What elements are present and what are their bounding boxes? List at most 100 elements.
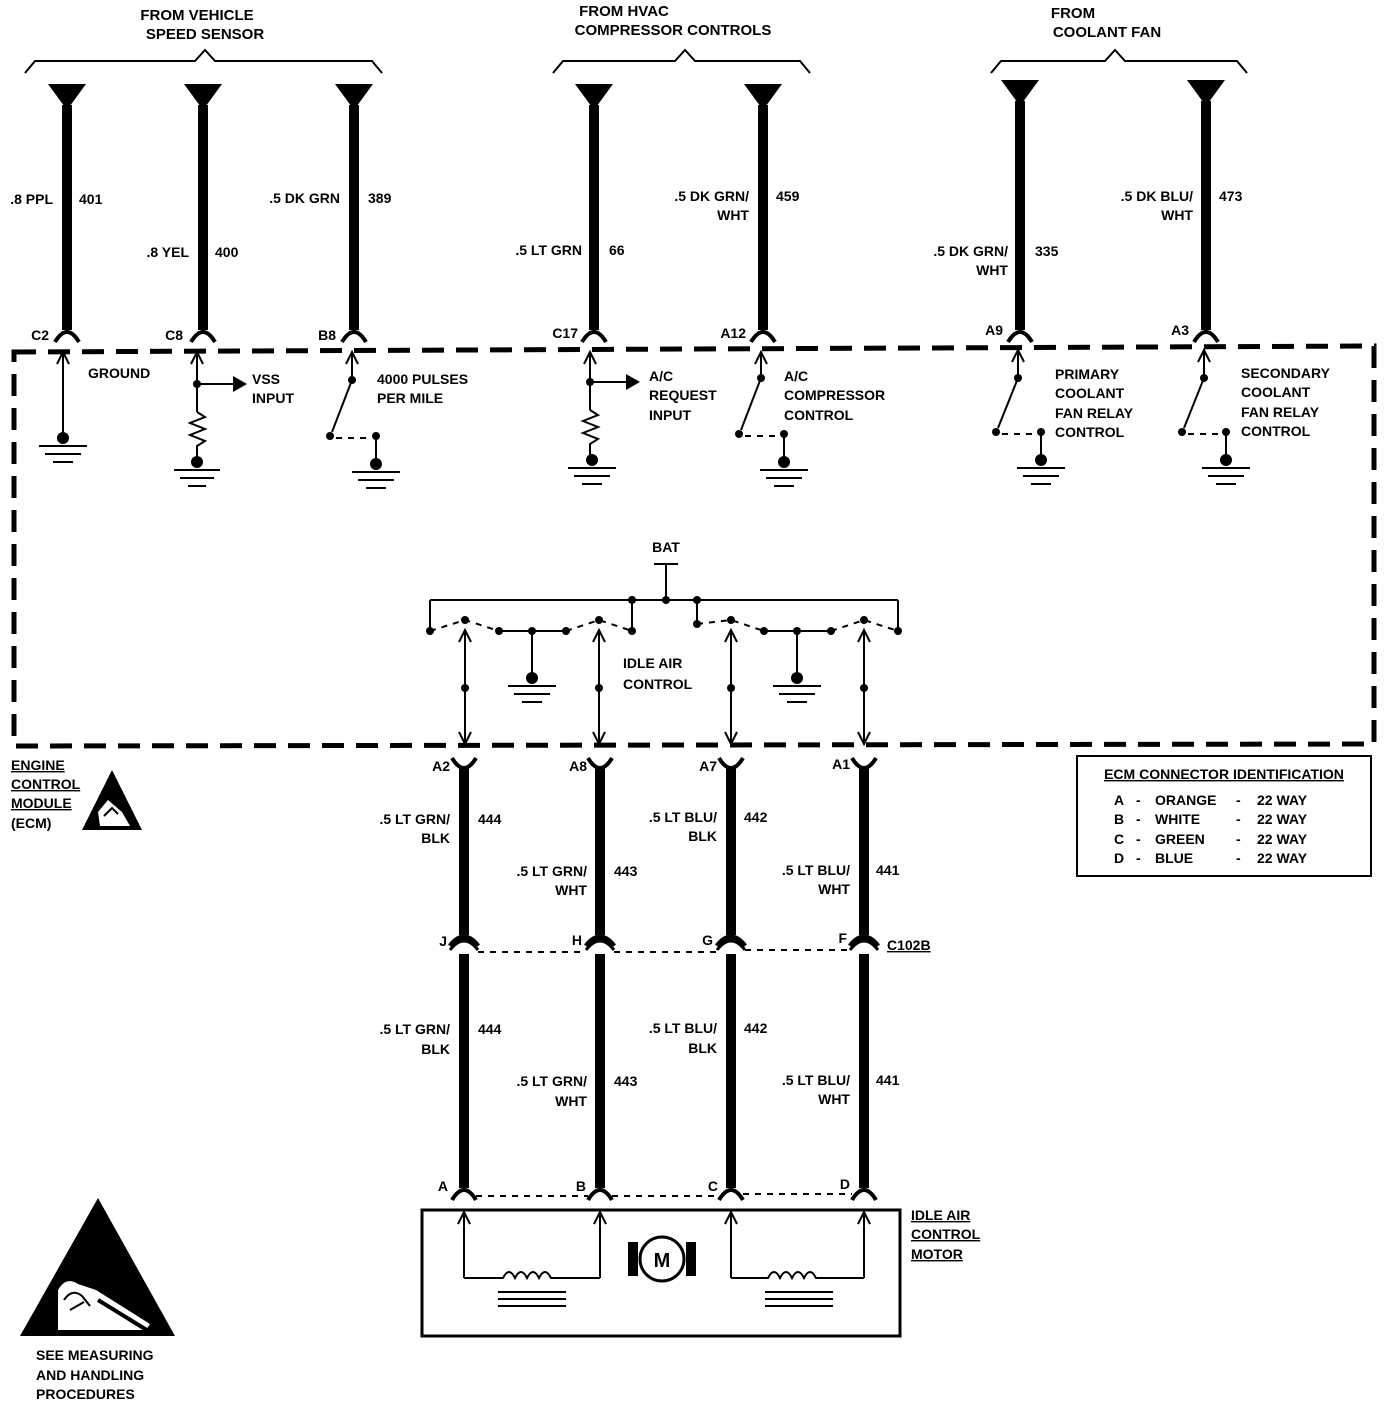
ecm-label: ENGINE CONTROL MODULE (ECM): [11, 757, 142, 831]
top-wires: .8 PPL 401 .8 YEL 400 .5 DK GRN 389 .5 L…: [10, 80, 1243, 344]
motor-label-line2: CONTROL: [911, 1226, 981, 1242]
connector-row-letter: B: [1114, 811, 1124, 827]
connector-cap: [580, 330, 608, 344]
esd-note-line2: AND HANDLING: [36, 1367, 144, 1383]
source-fan-line1: FROM: [1051, 5, 1095, 22]
wire-color-label: .5 LT GRN/: [379, 811, 450, 827]
ecm-label-line1: ENGINE: [11, 757, 65, 773]
wire-color-label: WHT: [555, 882, 587, 898]
connector-row-dash: -: [1136, 811, 1141, 827]
wire-color-label: .5 DK GRN/: [933, 243, 1008, 259]
wire-color-label: .5 LT GRN/: [516, 863, 587, 879]
wire-color-label: .5 LT GRN/: [516, 1073, 587, 1089]
connector-cap: [717, 1188, 745, 1202]
primary-fan-label-line3: FAN RELAY: [1055, 405, 1134, 421]
wire-color-label: .8 PPL: [10, 191, 53, 207]
connector-row-dash: -: [1136, 792, 1141, 808]
pin-label: A3: [1171, 322, 1189, 338]
connector-cap: [850, 756, 878, 770]
pin-label: B8: [318, 327, 336, 343]
pin-label: A12: [720, 325, 746, 341]
wire-entry-arrow: [575, 84, 613, 110]
wire-entry-arrow: [1001, 80, 1039, 106]
wire-circuit-label: 400: [215, 244, 239, 260]
wire-entry-arrow: [744, 84, 782, 110]
wire-color-label: WHT: [1161, 207, 1193, 223]
connector-row-dash: -: [1236, 811, 1241, 827]
connector-row-dash: -: [1136, 831, 1141, 847]
wire-color-label: .5 DK GRN: [269, 190, 340, 206]
wire-circuit-label: 401: [79, 191, 103, 207]
motor-label-line3: MOTOR: [911, 1246, 963, 1262]
secondary-fan-label-line4: CONTROL: [1241, 423, 1311, 439]
connector-c102b: C102B J H G F: [439, 930, 931, 953]
c102b-label: C102B: [887, 937, 931, 953]
connector-cap: [53, 330, 81, 344]
wire-entry-arrow: [1187, 80, 1225, 106]
ac-compressor-label-line2: COMPRESSOR: [784, 387, 885, 403]
motor-pin-label: A: [438, 1178, 448, 1194]
connector-row-color: WHITE: [1155, 811, 1200, 827]
motor-pin-label: D: [840, 1176, 850, 1192]
wire-color-label: .5 DK BLU/: [1121, 188, 1193, 204]
motor-icon: M: [628, 1235, 696, 1283]
ac-request-label-line1: A/C: [649, 368, 673, 384]
connector-cap: [850, 1188, 878, 1202]
wire-circuit-label: 443: [614, 863, 638, 879]
brace-fan: [990, 48, 1248, 74]
pin-label: A8: [569, 758, 587, 774]
iac-label-line2: CONTROL: [623, 676, 693, 692]
ac-request-label-line2: REQUEST: [649, 387, 717, 403]
wire-color-label: .5 LT GRN/: [379, 1021, 450, 1037]
motor-coil-left: [464, 1271, 600, 1307]
esd-warning-icon: [20, 1198, 175, 1336]
wire-color-label: BLK: [421, 1041, 450, 1057]
wire-circuit-label: 66: [609, 242, 625, 258]
pin-label: C8: [165, 327, 183, 343]
wire-color-label: WHT: [818, 1091, 850, 1107]
connector-cap: [717, 756, 745, 770]
wire-entry-arrow: [335, 84, 373, 110]
connector-row-size: 22 WAY: [1257, 831, 1308, 847]
wire-color-label: BLK: [688, 828, 717, 844]
pin-label: A9: [985, 322, 1003, 338]
motor-housing: [420, 1208, 902, 1338]
primary-fan-label-line2: COOLANT: [1055, 385, 1125, 401]
wire-color-label: WHT: [818, 881, 850, 897]
ecm-label-line3: MODULE: [11, 795, 72, 811]
pin-label: C17: [552, 325, 578, 341]
ecm-boundary: [11, 343, 1377, 749]
wire-color-label: WHT: [976, 262, 1008, 278]
pin-label: C2: [31, 327, 49, 343]
wire-circuit-label: 441: [876, 1072, 900, 1088]
primary-fan-label-line1: PRIMARY: [1055, 366, 1120, 382]
connector-cap: [340, 330, 368, 344]
wire-color-label: BLK: [421, 830, 450, 846]
motor-pin-label: C: [708, 1178, 718, 1194]
pulses-label-line2: PER MILE: [377, 390, 443, 406]
esd-note-line1: SEE MEASURING: [36, 1347, 154, 1363]
source-vss-line1: FROM VEHICLE: [140, 7, 253, 24]
connector-cap: [586, 756, 614, 770]
motor-pin-label: B: [576, 1178, 586, 1194]
c102b-pin-label: J: [439, 933, 447, 949]
pulses-label-line1: 4000 PULSES: [377, 371, 468, 387]
connector-row-color: BLUE: [1155, 850, 1193, 866]
wire-color-label: BLK: [688, 1040, 717, 1056]
wire-circuit-label: 444: [478, 811, 502, 827]
connector-row-color: GREEN: [1155, 831, 1205, 847]
wire-color-label: .5 LT GRN: [515, 242, 582, 258]
source-hvac-line1: FROM HVAC: [579, 3, 669, 20]
connector-row-size: 22 WAY: [1257, 792, 1308, 808]
wire-circuit-label: 335: [1035, 243, 1059, 259]
connector-row-letter: A: [1114, 792, 1124, 808]
wire-color-label: .5 LT BLU/: [782, 862, 850, 878]
wire-circuit-label: 389: [368, 190, 392, 206]
ecm-connector-identification: ECM CONNECTOR IDENTIFICATION A - ORANGE …: [1076, 755, 1372, 877]
idle-air-control-motor: M IDLE AIR CONTROL MOTOR: [420, 1207, 981, 1338]
connector-row-color: ORANGE: [1155, 792, 1216, 808]
source-vss-line2: SPEED SENSOR: [146, 26, 265, 43]
pin-label: A2: [432, 758, 450, 774]
bottom-wires: C102B J H G F A2 A8 A7 A1 .5 LT GRN/ BLK…: [379, 756, 931, 1202]
